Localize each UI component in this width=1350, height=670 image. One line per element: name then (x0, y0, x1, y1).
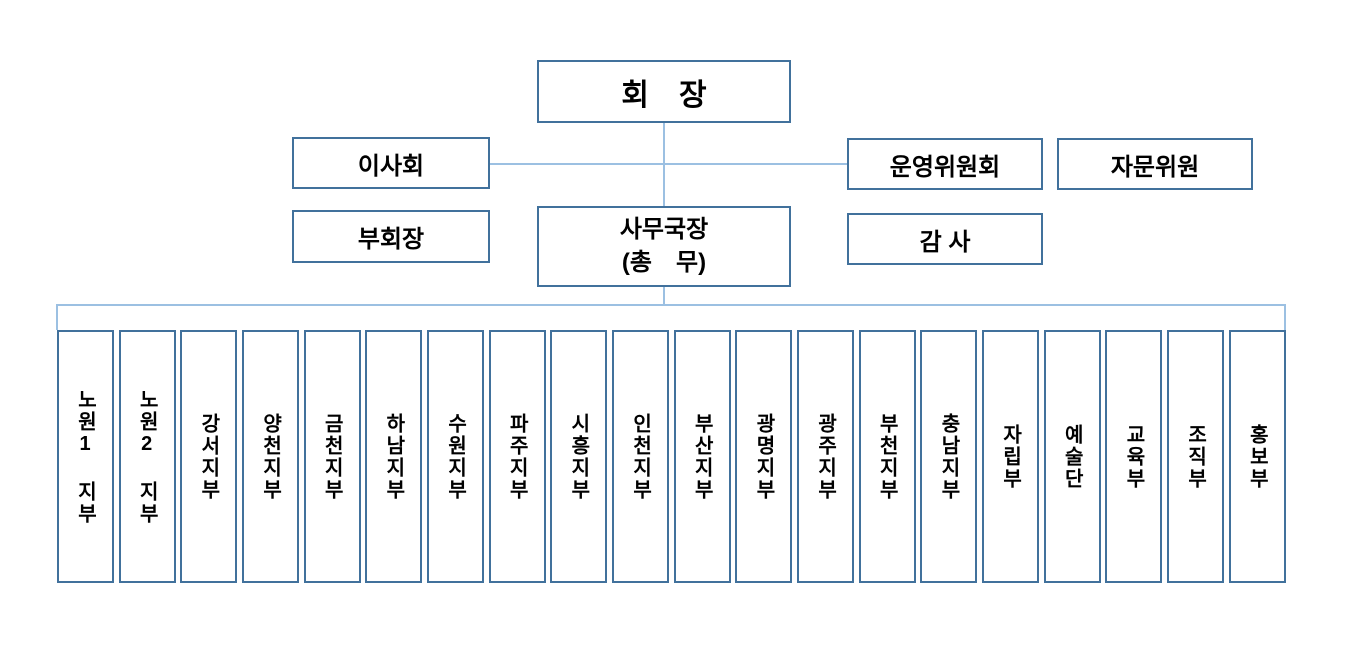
branch-label: 시흥지부 (567, 412, 590, 501)
branch-box: 하남지부 (365, 330, 423, 583)
board-label: 이사회 (357, 152, 425, 180)
branch-label: 광주지부 (814, 412, 837, 501)
branch-label: 수원지부 (444, 412, 467, 501)
branch-box: 금천지부 (303, 330, 361, 583)
secretary-general-label-line2: (총 무) (621, 248, 707, 276)
connector-secretary-stem (663, 287, 665, 306)
branch-label: 양천지부 (259, 412, 282, 501)
branch-label: 하남지부 (382, 412, 405, 501)
branch-box: 수원지부 (427, 330, 485, 583)
connector-branches-left-drop (56, 304, 58, 330)
branch-box: 강서지부 (180, 330, 238, 583)
branch-label: 금천지부 (320, 412, 343, 501)
auditor-box: 감 사 (847, 213, 1043, 265)
branch-label: 교육부 (1122, 423, 1145, 490)
branch-label: 부천지부 (875, 412, 898, 501)
branch-box: 예술단 (1043, 330, 1101, 583)
connector-branches-right-drop (1284, 304, 1286, 330)
steering-committee-label: 운영위원회 (889, 153, 1001, 181)
branch-label: 노원1 지부 (74, 388, 96, 525)
branch-box: 광주지부 (797, 330, 855, 583)
connector-branches-horizontal (56, 304, 1286, 306)
advisory-committee-box: 자문위원 (1057, 138, 1253, 190)
branch-label: 홍보부 (1245, 423, 1268, 490)
branch-box: 조직부 (1167, 330, 1225, 583)
branch-box: 부천지부 (858, 330, 916, 583)
branch-box: 시흥지부 (550, 330, 608, 583)
branch-box: 노원2 지부 (118, 330, 176, 583)
vice-chairman-label: 부회장 (357, 226, 425, 253)
branch-box: 인천지부 (612, 330, 670, 583)
branch-label: 인천지부 (629, 412, 652, 501)
branch-label: 노원2 지부 (135, 388, 158, 525)
branch-label: 강서지부 (197, 412, 220, 501)
branch-label: 예술단 (1060, 423, 1083, 490)
chairman-label: 회 장 (621, 78, 707, 112)
branch-box: 충남지부 (920, 330, 978, 583)
branch-label: 부산지부 (690, 412, 713, 501)
secretary-general-box: 사무국장 (총 무) (537, 206, 791, 287)
branch-label: 광명지부 (752, 412, 775, 501)
vice-chairman-box: 부회장 (292, 210, 490, 263)
steering-committee-box: 운영위원회 (847, 138, 1043, 190)
branch-row: 노원1 지부 노원2 지부 강서지부 양천지부 금천지부 하남지부 수원지부 파주지부 시흥지부… (57, 330, 1286, 583)
branch-box: 부산지부 (673, 330, 731, 583)
chairman-box: 회 장 (537, 60, 791, 123)
branch-label: 조직부 (1184, 423, 1207, 490)
branch-label: 자립부 (999, 423, 1022, 490)
branch-box: 광명지부 (735, 330, 793, 583)
branch-box: 홍보부 (1228, 330, 1286, 583)
advisory-committee-label: 자문위원 (1110, 153, 1200, 181)
branch-box: 노원1 지부 (57, 330, 114, 583)
branch-box: 교육부 (1105, 330, 1163, 583)
board-box: 이사회 (292, 137, 490, 189)
branch-box: 파주지부 (488, 330, 546, 583)
branch-box: 자립부 (982, 330, 1040, 583)
connector-row2-horizontal (490, 163, 847, 165)
branch-box: 양천지부 (242, 330, 300, 583)
auditor-label: 감 사 (919, 228, 971, 256)
secretary-general-label-line1: 사무국장 (619, 216, 709, 244)
branch-label: 충남지부 (937, 412, 960, 501)
branch-label: 파주지부 (505, 412, 528, 501)
